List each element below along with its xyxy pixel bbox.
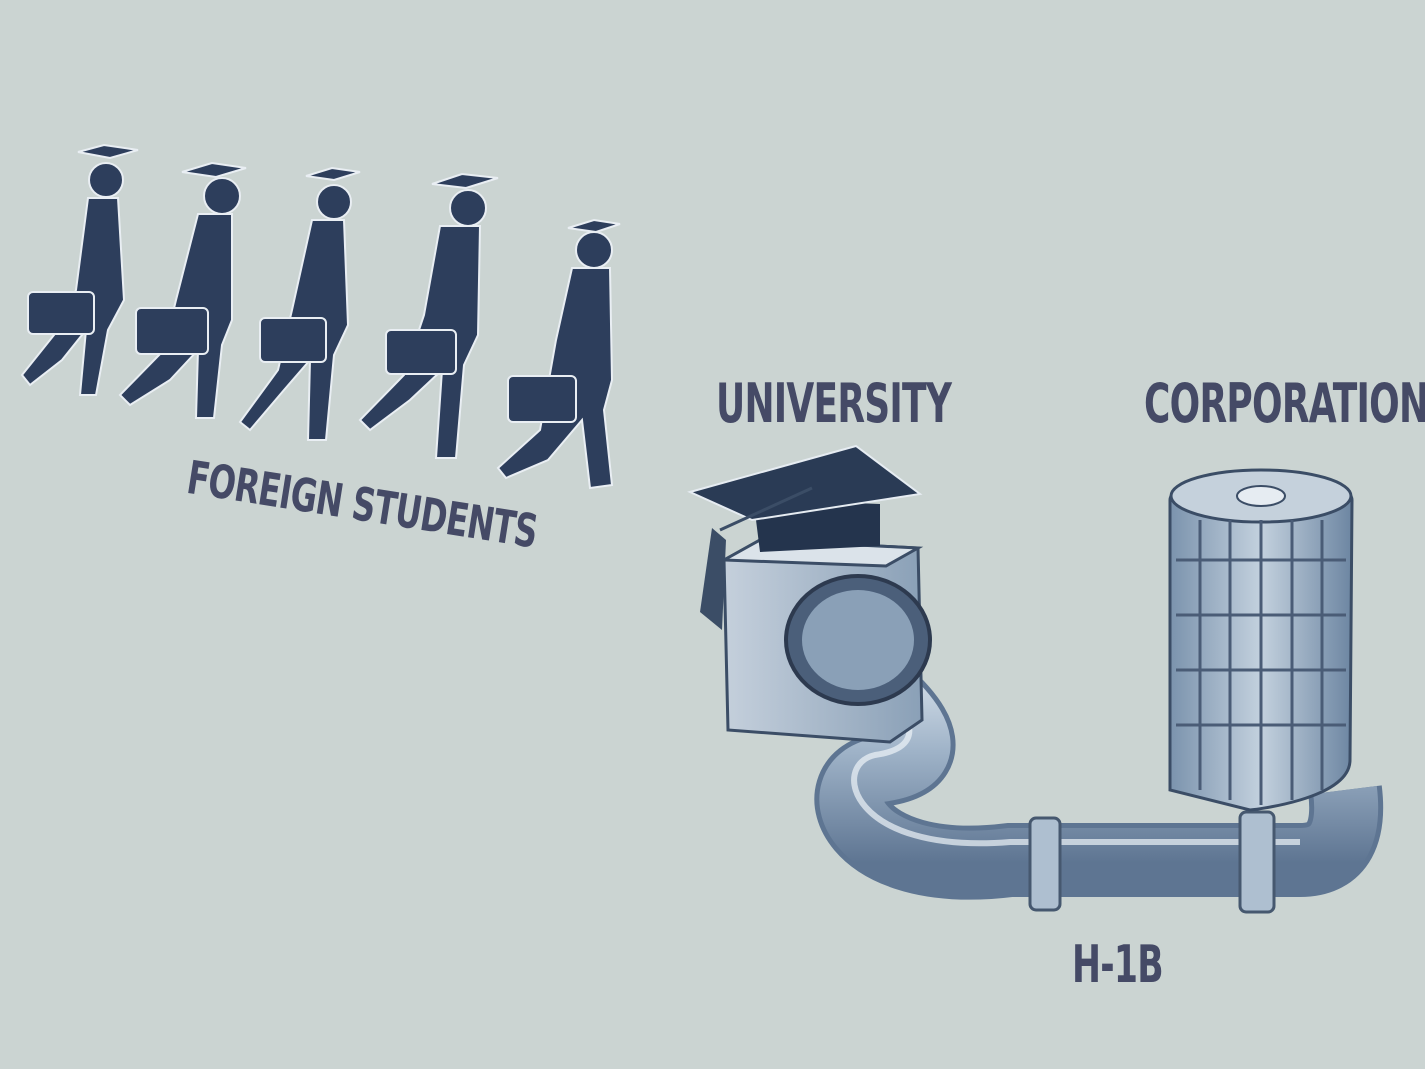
- corporation-label: CORPORATION: [1144, 372, 1425, 435]
- student-figure: [238, 166, 361, 441]
- pipe-clamp: [1028, 816, 1062, 912]
- student-figure: [358, 172, 499, 459]
- university-label: UNIVERSITY: [716, 372, 952, 435]
- pipe-clamp: [1238, 810, 1276, 914]
- corporation-tower: [1168, 468, 1354, 812]
- student-figure: [20, 143, 139, 396]
- graduation-cap-icon: [687, 444, 923, 630]
- student-figure: [118, 161, 247, 419]
- h1b-label: H-1B: [1072, 935, 1164, 995]
- students-group: [20, 143, 621, 490]
- student-figure: [496, 218, 621, 490]
- university-box: [687, 444, 932, 744]
